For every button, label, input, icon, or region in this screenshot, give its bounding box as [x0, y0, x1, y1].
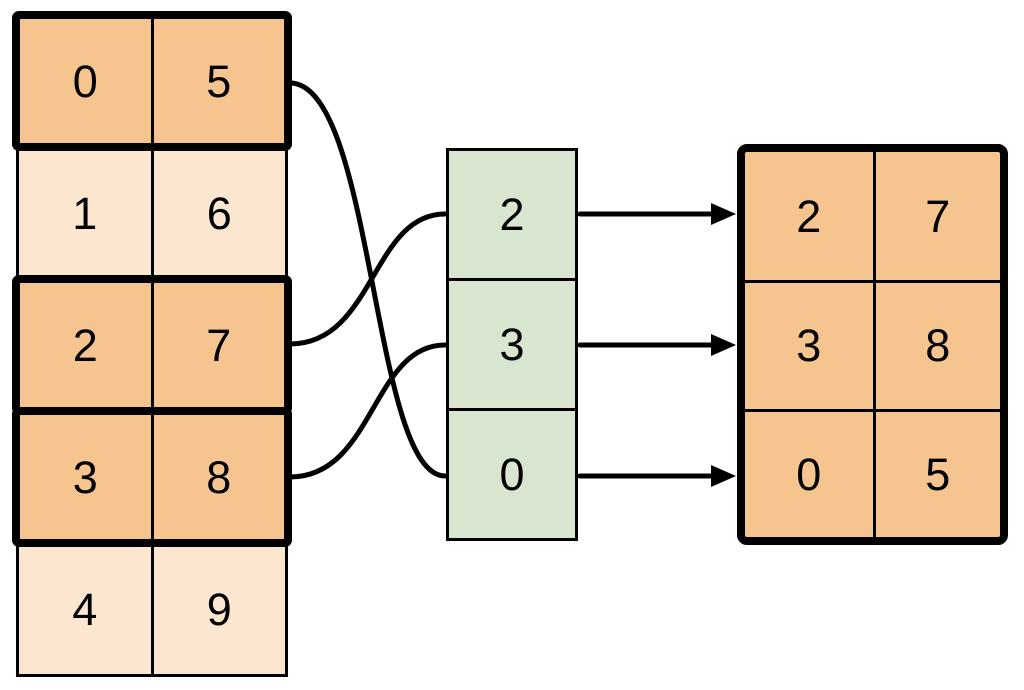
source-cell: 0 — [72, 55, 98, 107]
curve-source-row2-to-index0 — [287, 211, 448, 347]
source-row-1: 1 6 — [16, 146, 288, 281]
source-cell: 7 — [150, 283, 285, 407]
curve-source-row0-to-index2 — [287, 80, 448, 479]
arrowhead-icon — [711, 203, 736, 225]
curve-source-row3-to-index1 — [287, 342, 448, 480]
source-row-0: 0 5 — [12, 11, 292, 151]
result-table: 2 7 3 8 0 5 — [737, 144, 1008, 545]
index-cell: 3 — [449, 278, 575, 408]
index-cell: 0 — [449, 408, 575, 538]
source-cell: 5 — [150, 19, 285, 143]
source-cell: 9 — [150, 545, 286, 674]
source-cell: 8 — [150, 415, 285, 539]
index-column: 2 3 0 — [446, 148, 578, 541]
result-cell: 0 — [745, 408, 873, 537]
result-cell: 5 — [872, 408, 1000, 537]
source-cell: 3 — [72, 451, 98, 503]
source-cell: 6 — [150, 149, 286, 278]
result-cell: 8 — [872, 280, 1000, 409]
source-cell: 4 — [72, 584, 98, 635]
arrowhead-icon — [711, 465, 736, 487]
source-cell: 2 — [72, 319, 98, 371]
arrowhead-icon — [711, 334, 736, 356]
source-row-4: 4 9 — [16, 542, 288, 677]
result-cell: 2 — [796, 190, 822, 242]
index-cell: 2 — [499, 189, 525, 240]
source-row-2: 2 7 — [12, 275, 292, 415]
source-row-3: 3 8 — [12, 407, 292, 547]
result-cell: 7 — [872, 152, 1001, 281]
result-cell: 3 — [745, 280, 873, 408]
source-cell: 1 — [72, 188, 98, 239]
